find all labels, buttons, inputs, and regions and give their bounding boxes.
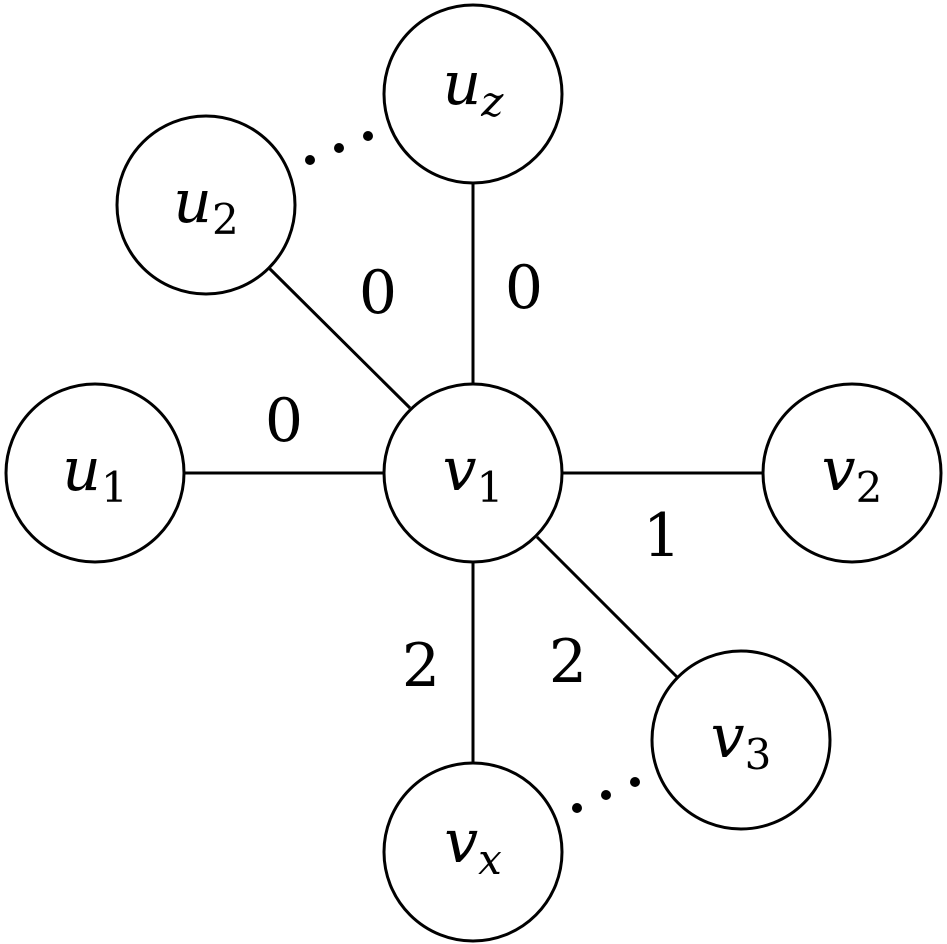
ellipsis-u2-uz bbox=[305, 131, 373, 165]
node-u1-base: u bbox=[62, 435, 101, 505]
edge-label-v1-v2: 1 bbox=[643, 501, 681, 571]
svg-text:uz: uz bbox=[443, 49, 505, 126]
svg-text:v3: v3 bbox=[711, 702, 772, 779]
node-v3-sub: 3 bbox=[745, 730, 772, 779]
node-uz: uz bbox=[382, 3, 564, 185]
edge-label-v1-u2: 0 bbox=[359, 258, 397, 328]
edge-label-v1-vx: 2 bbox=[402, 631, 440, 701]
ellipsis-vx-v3 bbox=[572, 777, 640, 813]
node-vx-base: v bbox=[444, 807, 478, 877]
edge-v1-u2 bbox=[266, 265, 412, 410]
edge-label-v1-u1: 0 bbox=[265, 386, 303, 456]
node-v3: v3 bbox=[650, 649, 832, 831]
node-u2-base: u bbox=[173, 167, 212, 237]
node-v2-sub: 2 bbox=[856, 463, 883, 512]
node-u1: u1 bbox=[4, 382, 186, 564]
node-v3-base: v bbox=[711, 702, 745, 772]
edge-v1-v3 bbox=[535, 535, 680, 680]
svg-text:u1: u1 bbox=[62, 435, 127, 512]
node-u1-sub: 1 bbox=[101, 463, 128, 512]
node-vx-sub: x bbox=[478, 835, 502, 884]
svg-text:v1: v1 bbox=[443, 435, 504, 512]
svg-text:u2: u2 bbox=[173, 167, 238, 244]
node-v2-base: v bbox=[822, 435, 856, 505]
node-u2-sub: 2 bbox=[212, 195, 239, 244]
svg-text:vx: vx bbox=[444, 807, 502, 884]
node-uz-sub: z bbox=[480, 77, 504, 126]
edge-label-v1-uz: 0 bbox=[505, 253, 543, 323]
node-v2: v2 bbox=[761, 382, 943, 564]
node-uz-base: u bbox=[443, 49, 482, 119]
node-u2: u2 bbox=[115, 114, 297, 296]
node-v1-base: v bbox=[443, 435, 477, 505]
edge-label-v1-v3: 2 bbox=[549, 627, 587, 697]
node-v1-sub: 1 bbox=[477, 463, 504, 512]
svg-text:v2: v2 bbox=[822, 435, 883, 512]
node-v1: v1 bbox=[382, 382, 564, 564]
node-vx: vx bbox=[382, 761, 564, 943]
